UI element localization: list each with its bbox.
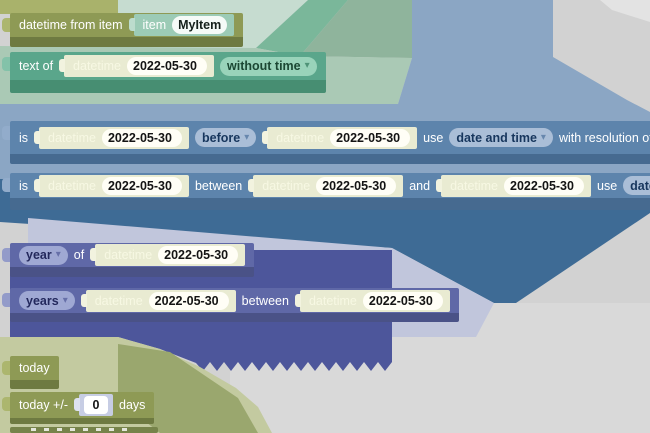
block-label: use <box>597 178 618 193</box>
chevron-down-icon: ▾ <box>304 60 310 71</box>
subblock-connector-tab <box>80 293 87 307</box>
datetime-value-field[interactable]: 2022-05-30 <box>101 176 182 195</box>
chevron-down-icon: ▾ <box>540 131 546 143</box>
dropdown-without-time[interactable]: without time▾ <box>220 56 317 76</box>
block-label: is <box>19 130 29 145</box>
output-connector-tab <box>2 248 10 262</box>
block-label: and <box>409 178 431 193</box>
dropdown-value: date and time <box>630 178 650 193</box>
datetime-value-field[interactable]: 2022-05-30 <box>504 176 585 195</box>
block-label: is <box>19 178 29 193</box>
output-connector-tab <box>2 361 10 375</box>
block-label: datetime from item <box>19 18 123 32</box>
datetime-shadow-block[interactable]: datetime 2022-05-30 <box>262 126 418 149</box>
block-label: use <box>423 130 444 145</box>
dropdown-year[interactable]: year▾ <box>19 245 68 265</box>
number-shadow-block[interactable]: 0 <box>74 394 113 416</box>
datetime-label: datetime <box>262 178 311 193</box>
bg-corner-highlight <box>600 0 650 22</box>
block-cut-off-block[interactable] <box>10 427 158 433</box>
chevron-down-icon: ▾ <box>244 131 250 143</box>
dropdown-value: date and time <box>456 130 537 145</box>
datetime-value-field[interactable]: 2022-05-30 <box>158 246 239 264</box>
subblock-connector-tab <box>248 178 255 192</box>
datetime-label: datetime <box>73 59 121 73</box>
output-connector-tab <box>2 57 10 71</box>
datetime-label: datetime <box>450 178 499 193</box>
dropdown-date-and-time[interactable]: date and time▾ <box>449 128 553 147</box>
datetime-value-field[interactable]: 2022-05-30 <box>362 291 443 310</box>
output-connector-tab <box>2 178 10 192</box>
subblock-connector-tab <box>34 178 41 192</box>
output-connector-tab <box>2 293 10 307</box>
subblock-connector-tab <box>262 130 269 144</box>
datetime-shadow-block[interactable]: datetime 2022-05-30 <box>294 289 450 312</box>
subblock-connector-tab <box>74 398 80 411</box>
bg-khaki-strip <box>0 0 135 14</box>
item-shadow-block[interactable]: item MyItem <box>128 14 235 36</box>
datetime-label: datetime <box>276 130 325 145</box>
dropdown-years[interactable]: years▾ <box>19 291 75 310</box>
block-datetime-from-item[interactable]: datetime from item item MyItem <box>2 13 244 47</box>
datetime-value-field[interactable]: 2022-05-30 <box>316 176 397 195</box>
block-years-between-datetimes[interactable]: years▾ datetime 2022-05-30 between datetime 2… <box>2 288 459 322</box>
datetime-value-field[interactable]: 2022-05-30 <box>330 128 411 147</box>
datetime-value-field[interactable]: 2022-05-30 <box>148 291 229 310</box>
datetime-shadow-block[interactable]: datetime 2022-05-30 <box>59 55 214 77</box>
block-label: text of <box>19 59 54 73</box>
item-label: item <box>142 18 167 32</box>
cut-off-text-fragment <box>31 428 135 431</box>
bg-teal-wedge <box>256 0 348 56</box>
datetime-value-field[interactable]: 2022-05-30 <box>127 57 207 75</box>
block-is-datetime-between[interactable]: is datetime 2022-05-30 between datetime 2022-… <box>2 173 650 210</box>
bg-sage-wedge <box>300 0 412 58</box>
output-connector-tab <box>2 397 10 411</box>
subblock-connector-tab <box>59 59 66 72</box>
datetime-shadow-block[interactable]: datetime 2022-05-30 <box>90 244 246 266</box>
dropdown-date-and-time[interactable]: date and time▾ <box>623 176 650 195</box>
block-label: today <box>19 361 50 375</box>
datetime-label: datetime <box>48 178 96 193</box>
datetime-label: datetime <box>94 293 143 308</box>
bg-steel-blue-shape <box>0 179 650 303</box>
block-label: of <box>73 248 85 262</box>
datetime-label: datetime <box>308 293 357 308</box>
datetime-label: datetime <box>48 130 96 145</box>
block-label: today +/- <box>19 398 68 412</box>
subblock-connector-tab <box>90 248 97 261</box>
subblock-connector-tab <box>34 130 41 144</box>
block-label: with resolution of <box>558 130 650 145</box>
output-connector-tab <box>2 126 10 140</box>
dropdown-value: year <box>26 248 52 262</box>
subblock-connector-tab <box>294 293 301 307</box>
block-label: between <box>241 293 289 308</box>
chevron-down-icon: ▾ <box>62 294 68 306</box>
block-today-plus-minus-days[interactable]: today +/- 0 days <box>2 392 155 424</box>
dropdown-before[interactable]: before▾ <box>194 128 257 147</box>
datetime-value-field[interactable]: 2022-05-30 <box>101 128 182 147</box>
block-today[interactable]: today <box>2 356 59 389</box>
block-label: days <box>119 398 146 412</box>
datetime-label: datetime <box>104 248 153 262</box>
subblock-connector-tab <box>436 178 443 192</box>
item-name-field[interactable]: MyItem <box>172 16 228 34</box>
subblock-connector-tab <box>128 18 135 31</box>
datetime-shadow-block[interactable]: datetime 2022-05-30 <box>436 174 592 197</box>
block-label: between <box>194 178 243 193</box>
datetime-shadow-block[interactable]: datetime 2022-05-30 <box>34 174 189 197</box>
block-year-of-datetime[interactable]: year▾ of datetime 2022-05-30 <box>2 243 255 277</box>
datetime-shadow-block[interactable]: datetime 2022-05-30 <box>80 289 236 312</box>
output-connector-tab <box>2 18 10 32</box>
block-text-of-datetime[interactable]: text of datetime 2022-05-30 without time▾ <box>2 52 326 93</box>
datetime-shadow-block[interactable]: datetime 2022-05-30 <box>34 126 189 149</box>
dropdown-value: years <box>26 293 59 308</box>
chevron-down-icon: ▾ <box>55 249 61 260</box>
datetime-shadow-block[interactable]: datetime 2022-05-30 <box>248 174 404 197</box>
dropdown-value: without time <box>227 59 301 73</box>
dropdown-value: before <box>201 130 241 145</box>
number-value-field[interactable]: 0 <box>84 396 108 414</box>
